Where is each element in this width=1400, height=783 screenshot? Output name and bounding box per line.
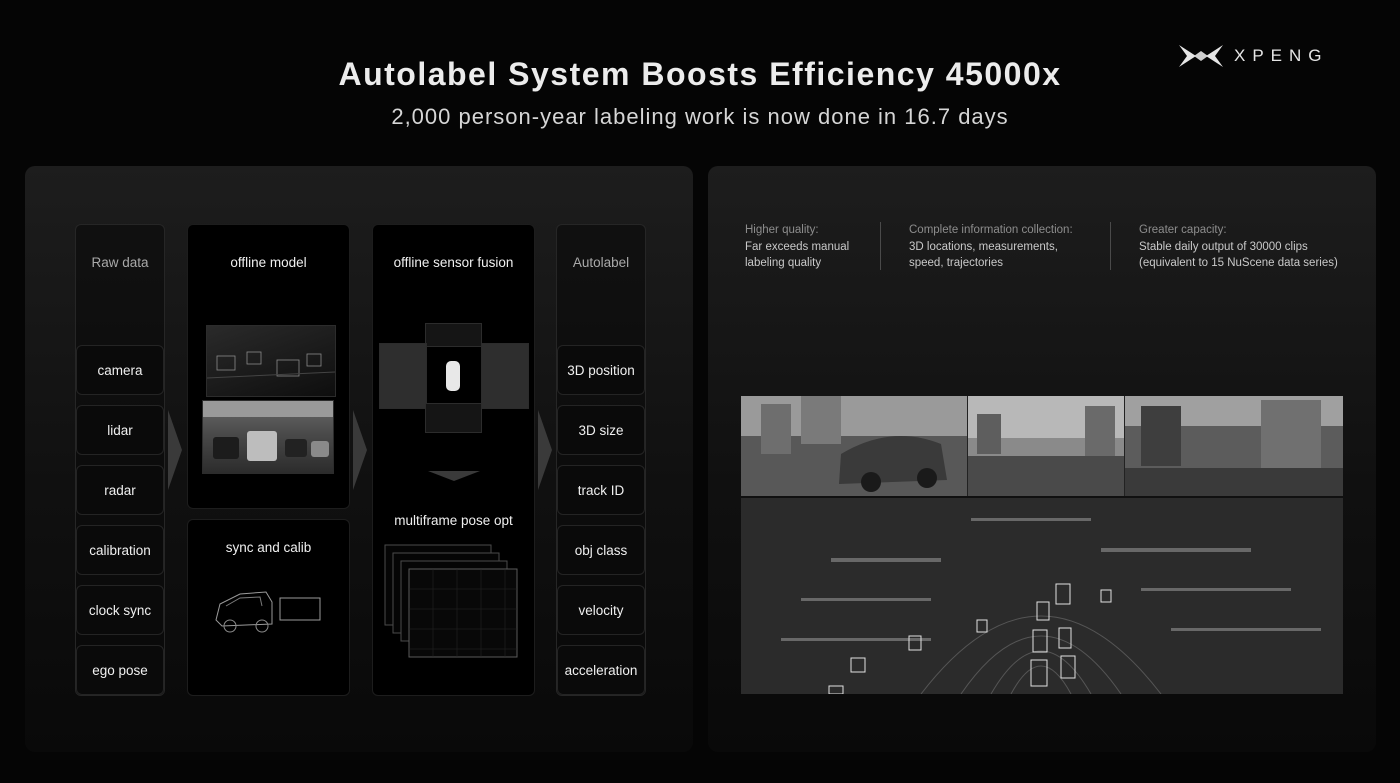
right-camera-image: [481, 343, 529, 409]
raw-item-lidar: lidar: [76, 405, 164, 455]
label-item-obj-class: obj class: [557, 525, 645, 575]
feature-text: (equivalent to 15 NuScene data series): [1139, 257, 1338, 269]
feature-heading: Higher quality:: [745, 224, 819, 236]
autolabel-column: Autolabel 3D position 3D size track ID o…: [556, 224, 646, 696]
ego-car-icon: [446, 361, 460, 391]
feature-text: labeling quality: [745, 257, 822, 269]
raw-item-radar: radar: [76, 465, 164, 515]
raw-item-ego-pose: ego pose: [76, 645, 164, 695]
slide-subtitle: 2,000 person-year labeling work is now d…: [391, 104, 1009, 129]
divider: [1110, 222, 1111, 270]
detection-boxes-icon: [206, 351, 336, 379]
feature-text: Stable daily output of 30000 clips: [1139, 240, 1308, 253]
sensor-fusion-title: offline sensor fusion: [393, 255, 514, 270]
raw-item-camera: camera: [76, 345, 164, 395]
feature-text: Far exceeds manual: [745, 240, 850, 253]
xpeng-mark-icon: [1179, 45, 1223, 67]
offline-model-box: offline model: [187, 224, 350, 509]
slide-title: Autolabel System Boosts Efficiency 45000…: [338, 56, 1062, 92]
feature-text: speed, trajectories: [909, 257, 1003, 269]
feature-capacity: Greater capacity: Stable daily output of…: [1139, 222, 1369, 272]
pointcloud-frames-icon: [384, 544, 518, 658]
pose-opt-title: multiframe pose opt: [394, 513, 513, 528]
sync-calib-title: sync and calib: [225, 540, 312, 555]
flow-arrow-icon: [353, 410, 367, 490]
offline-model-title: offline model: [230, 255, 307, 270]
down-arrow-icon: [428, 471, 480, 481]
label-item-3d-size: 3D size: [557, 405, 645, 455]
detection-image-top: [206, 325, 336, 397]
sensor-fusion-column: offline sensor fusion multiframe pose op…: [372, 224, 535, 696]
flow-arrow-icon: [168, 410, 182, 490]
feature-quality: Higher quality: Far exceeds manual label…: [745, 222, 875, 272]
feature-text: 3D locations, measurements,: [909, 240, 1058, 253]
sync-calib-box: sync and calib: [187, 519, 350, 696]
raw-data-column: Raw data camera lidar radar calibration …: [75, 224, 165, 696]
raw-item-calibration: calibration: [76, 525, 164, 575]
lidar-pointcloud-view: [741, 498, 1343, 694]
rear-camera-image: [425, 403, 482, 433]
front-camera-image: [425, 323, 482, 347]
surround-camera-strip: [741, 396, 1343, 496]
label-item-velocity: velocity: [557, 585, 645, 635]
divider: [880, 222, 881, 270]
label-item-acceleration: acceleration: [557, 645, 645, 695]
autolabel-title: Autolabel: [572, 255, 630, 270]
street-image: [202, 400, 334, 474]
camera-views-icon: [741, 396, 1343, 496]
street-cars-icon: [203, 401, 333, 461]
raw-item-clock-sync: clock sync: [76, 585, 164, 635]
raw-data-title: Raw data: [91, 255, 149, 270]
xpeng-logo: XPENG: [1178, 44, 1329, 68]
label-item-3d-position: 3D position: [557, 345, 645, 395]
feature-heading: Complete information collection:: [909, 224, 1073, 236]
flow-arrow-icon: [538, 410, 552, 490]
label-item-track-id: track ID: [557, 465, 645, 515]
logo-text: XPENG: [1234, 46, 1329, 65]
pointcloud-boxes-icon: [781, 518, 1321, 694]
feature-heading: Greater capacity:: [1139, 224, 1227, 236]
car-wireframe-icon: [215, 591, 321, 633]
feature-information: Complete information collection: 3D loca…: [909, 222, 1104, 272]
left-camera-image: [379, 343, 427, 409]
